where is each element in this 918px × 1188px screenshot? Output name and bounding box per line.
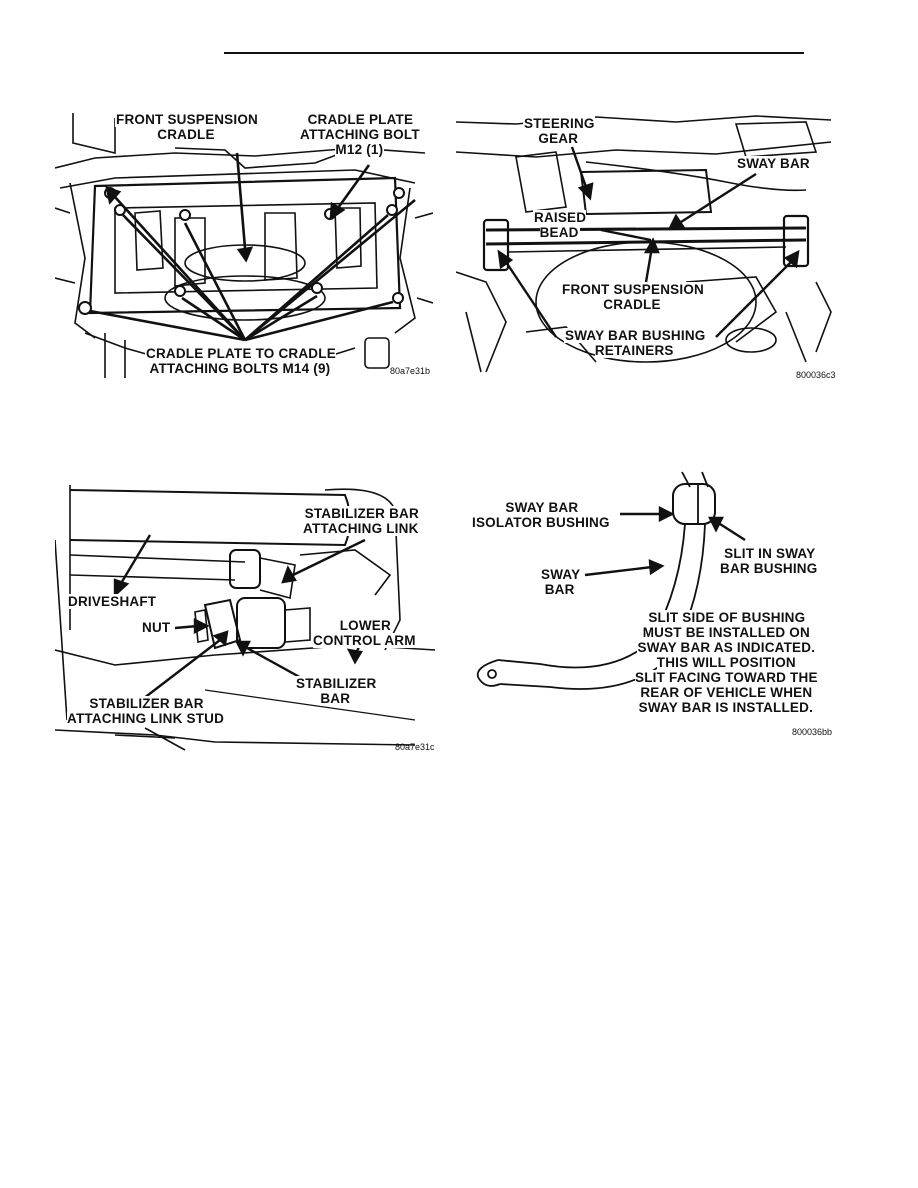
figure-sway-bar-retainers: STEERING GEAR SWAY BAR RAISED BEAD FRONT… <box>456 112 836 380</box>
label-stabilizer-bar: STABILIZER BAR <box>295 676 377 706</box>
label-cradle-plate-to-cradle-bolts: CRADLE PLATE TO CRADLE ATTACHING BOLTS M… <box>145 346 336 376</box>
figure-stabilizer-link: STABILIZER BAR ATTACHING LINK DRIVESHAFT… <box>55 480 435 755</box>
label-steering-gear: STEERING GEAR <box>523 116 595 146</box>
label-stabilizer-bar-link-stud: STABILIZER BAR ATTACHING LINK STUD <box>67 696 226 726</box>
figure-sway-bar-isolator-bushing: SWAY BAR ISOLATOR BUSHING SLIT IN SWAY B… <box>470 462 840 742</box>
figure-code: 800036c3 <box>796 370 836 380</box>
label-raised-bead: RAISED BEAD <box>533 210 587 240</box>
label-sway-bar: SWAY BAR <box>540 567 581 597</box>
label-sway-bar: SWAY BAR <box>736 156 811 171</box>
label-front-suspension-cradle: FRONT SUSPENSION CRADLE <box>115 112 258 142</box>
figure-cradle-plate-bolts: FRONT SUSPENSION CRADLE CRADLE PLATE ATT… <box>55 108 433 380</box>
label-bushing-installation-note: SLIT SIDE OF BUSHING MUST BE INSTALLED O… <box>635 610 818 715</box>
figure-code: 80a7e31c <box>395 742 435 752</box>
label-nut: NUT <box>141 620 172 635</box>
sway-bar-bushing-illustration <box>476 471 746 690</box>
label-slit-in-sway-bar-bushing: SLIT IN SWAY BAR BUSHING <box>720 546 819 576</box>
figure-code: 800036bb <box>792 727 833 737</box>
label-cradle-plate-attaching-bolt: CRADLE PLATE ATTACHING BOLT M12 (1) <box>300 112 420 157</box>
label-stabilizer-bar-attaching-link: STABILIZER BAR ATTACHING LINK <box>303 506 420 536</box>
figure-code: 80a7e31b <box>390 366 431 376</box>
label-lower-control-arm: LOWER CONTROL ARM <box>313 618 417 648</box>
label-sway-bar-bushing-retainers: SWAY BAR BUSHING RETAINERS <box>564 328 706 358</box>
label-front-suspension-cradle: FRONT SUSPENSION CRADLE <box>561 282 704 312</box>
cradle-plate-illustration <box>55 113 433 378</box>
label-driveshaft: DRIVESHAFT <box>67 594 158 609</box>
header-rule <box>224 52 804 54</box>
label-sway-bar-isolator-bushing: SWAY BAR ISOLATOR BUSHING <box>472 500 611 530</box>
